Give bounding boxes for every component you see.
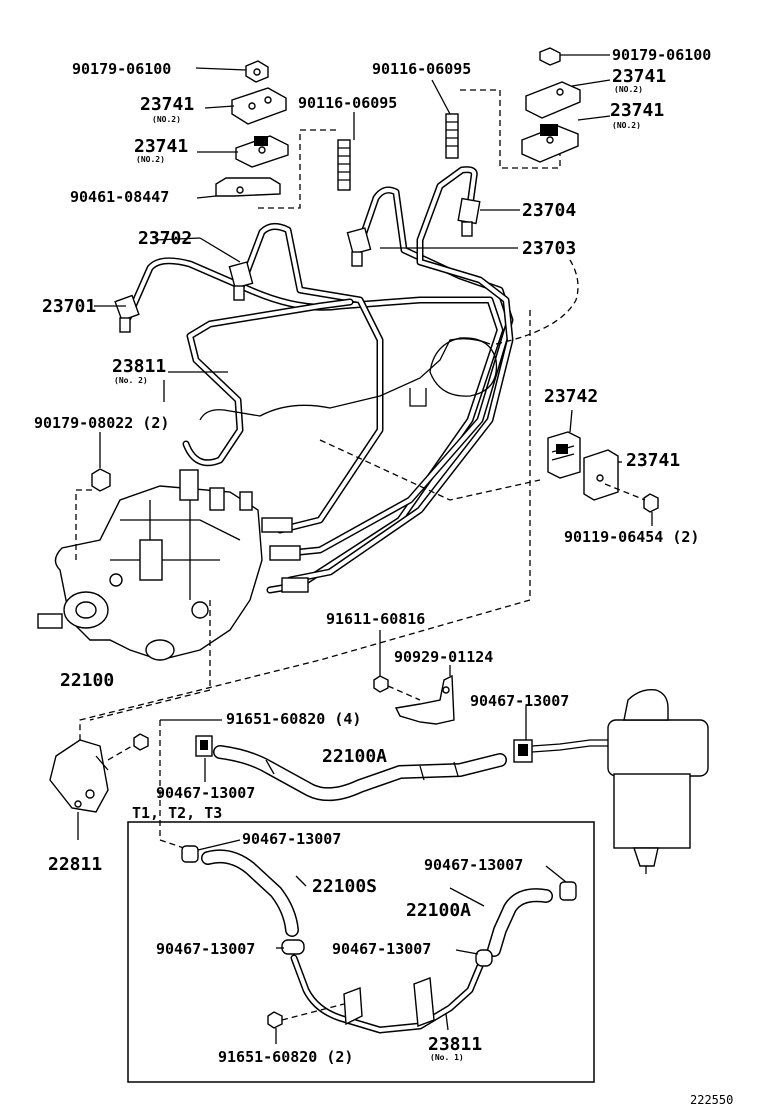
clamp-23742: [547, 431, 581, 479]
injection-pump-22100: [37, 469, 263, 661]
label-23741-d: 23741: [610, 100, 664, 121]
pipe-nut-23704: [457, 197, 481, 237]
bracket-90461-08447: [215, 177, 281, 197]
figure-code: 222550: [690, 1093, 733, 1107]
note-23741-a: (NO.2): [152, 115, 181, 124]
label-90461-08447: 90461-08447: [70, 188, 169, 206]
nut-90179-06100-right: [539, 47, 561, 66]
label-91611-60816: 91611-60816: [326, 610, 425, 628]
label-90179-08022: 90179-08022 (2): [34, 414, 169, 432]
label-23741-a: 23741: [140, 94, 194, 115]
variant-inset-box: [127, 821, 595, 1083]
clamp-23741-upper-left: [231, 87, 287, 125]
label-23741-e: 23741: [626, 450, 680, 471]
note-23811-no2: (No. 2): [114, 376, 148, 385]
hose-clip-inset-top-right: [559, 881, 577, 901]
label-23811-no1: 23811: [428, 1034, 482, 1055]
label-22100A-lower: 22100A: [406, 900, 471, 921]
pipe-nut-23701: [114, 294, 140, 333]
label-22100S: 22100S: [312, 876, 377, 897]
bracket-90929-01124: [394, 674, 455, 725]
fuel-hose-22100A-upper: [213, 745, 507, 802]
label-90467-13007-d: 90467-13007: [424, 856, 523, 874]
bolt-91611-60816: [373, 675, 389, 693]
fuel-pipe-23811-no1: [290, 954, 484, 1034]
label-22100: 22100: [60, 670, 114, 691]
injection-pipes: [124, 166, 514, 594]
nut-90179-06100-left: [245, 60, 269, 83]
label-91651-60820-2: 91651-60820 (2): [218, 1048, 353, 1066]
nut-90179-08022: [91, 468, 111, 492]
hose-clip-upper-left: [195, 735, 213, 757]
washer-91651-60820-2: [267, 1011, 283, 1029]
bracket-22811: [49, 739, 109, 813]
label-90116-06095-right: 90116-06095: [372, 60, 471, 78]
fuel-filter: [531, 689, 709, 874]
label-90116-06095-left: 90116-06095: [298, 94, 397, 112]
label-22100A-upper: 22100A: [322, 746, 387, 767]
pump-outlet-fittings: [261, 517, 309, 593]
note-23741-d: (NO.2): [612, 121, 641, 130]
pipe-nut-23703: [346, 227, 372, 267]
label-23703: 23703: [522, 238, 576, 259]
stud-90116-06095-right: [445, 113, 459, 159]
nut-90119-06454: [643, 493, 659, 513]
label-23811-no2: 23811: [112, 356, 166, 377]
fuel-hose-22100S: [201, 849, 299, 937]
note-23741-c: (NO.2): [614, 85, 643, 94]
label-23702: 23702: [138, 228, 192, 249]
label-90467-13007-c: 90467-13007: [242, 830, 341, 848]
label-91651-60820-4: 91651-60820 (4): [226, 710, 361, 728]
clamp-23741-upper-right: [525, 81, 581, 119]
label-23741-c: 23741: [612, 66, 666, 87]
label-23741-b: 23741: [134, 136, 188, 157]
hose-clip-upper-right: [513, 739, 533, 763]
clamp-23741-side: [583, 449, 619, 501]
hose-clip-inset-top-left: [181, 845, 199, 863]
label-90467-13007-e: 90467-13007: [156, 940, 255, 958]
fuel-hose-22100A-lower: [487, 888, 553, 957]
hose-clip-inset-mid-right: [475, 949, 493, 967]
clamp-23741-lower-left: [235, 135, 289, 168]
label-t-codes: T1, T2, T3: [132, 804, 222, 822]
note-23741-b: (NO.2): [136, 155, 165, 164]
label-23704: 23704: [522, 200, 576, 221]
label-22811: 22811: [48, 854, 102, 875]
label-90467-13007-f: 90467-13007: [332, 940, 431, 958]
clamp-23741-lower-right: [521, 124, 579, 163]
hose-clip-inset-mid-left: [281, 939, 305, 955]
label-90119-06454: 90119-06454 (2): [564, 528, 699, 546]
label-90467-13007-a: 90467-13007: [470, 692, 569, 710]
engine-outline: [79, 259, 579, 740]
label-23742: 23742: [544, 386, 598, 407]
label-90929-01124: 90929-01124: [394, 648, 493, 666]
washer-91651-60820-4: [133, 733, 149, 751]
pipe-nut-23702: [228, 261, 254, 301]
label-23701: 23701: [42, 296, 96, 317]
label-90467-13007-b: 90467-13007: [156, 784, 255, 802]
note-23811-no1: (No. 1): [430, 1053, 464, 1062]
label-90179-06100-right: 90179-06100: [612, 46, 711, 64]
stud-90116-06095-left: [337, 139, 351, 191]
label-90179-06100-left: 90179-06100: [72, 60, 171, 78]
